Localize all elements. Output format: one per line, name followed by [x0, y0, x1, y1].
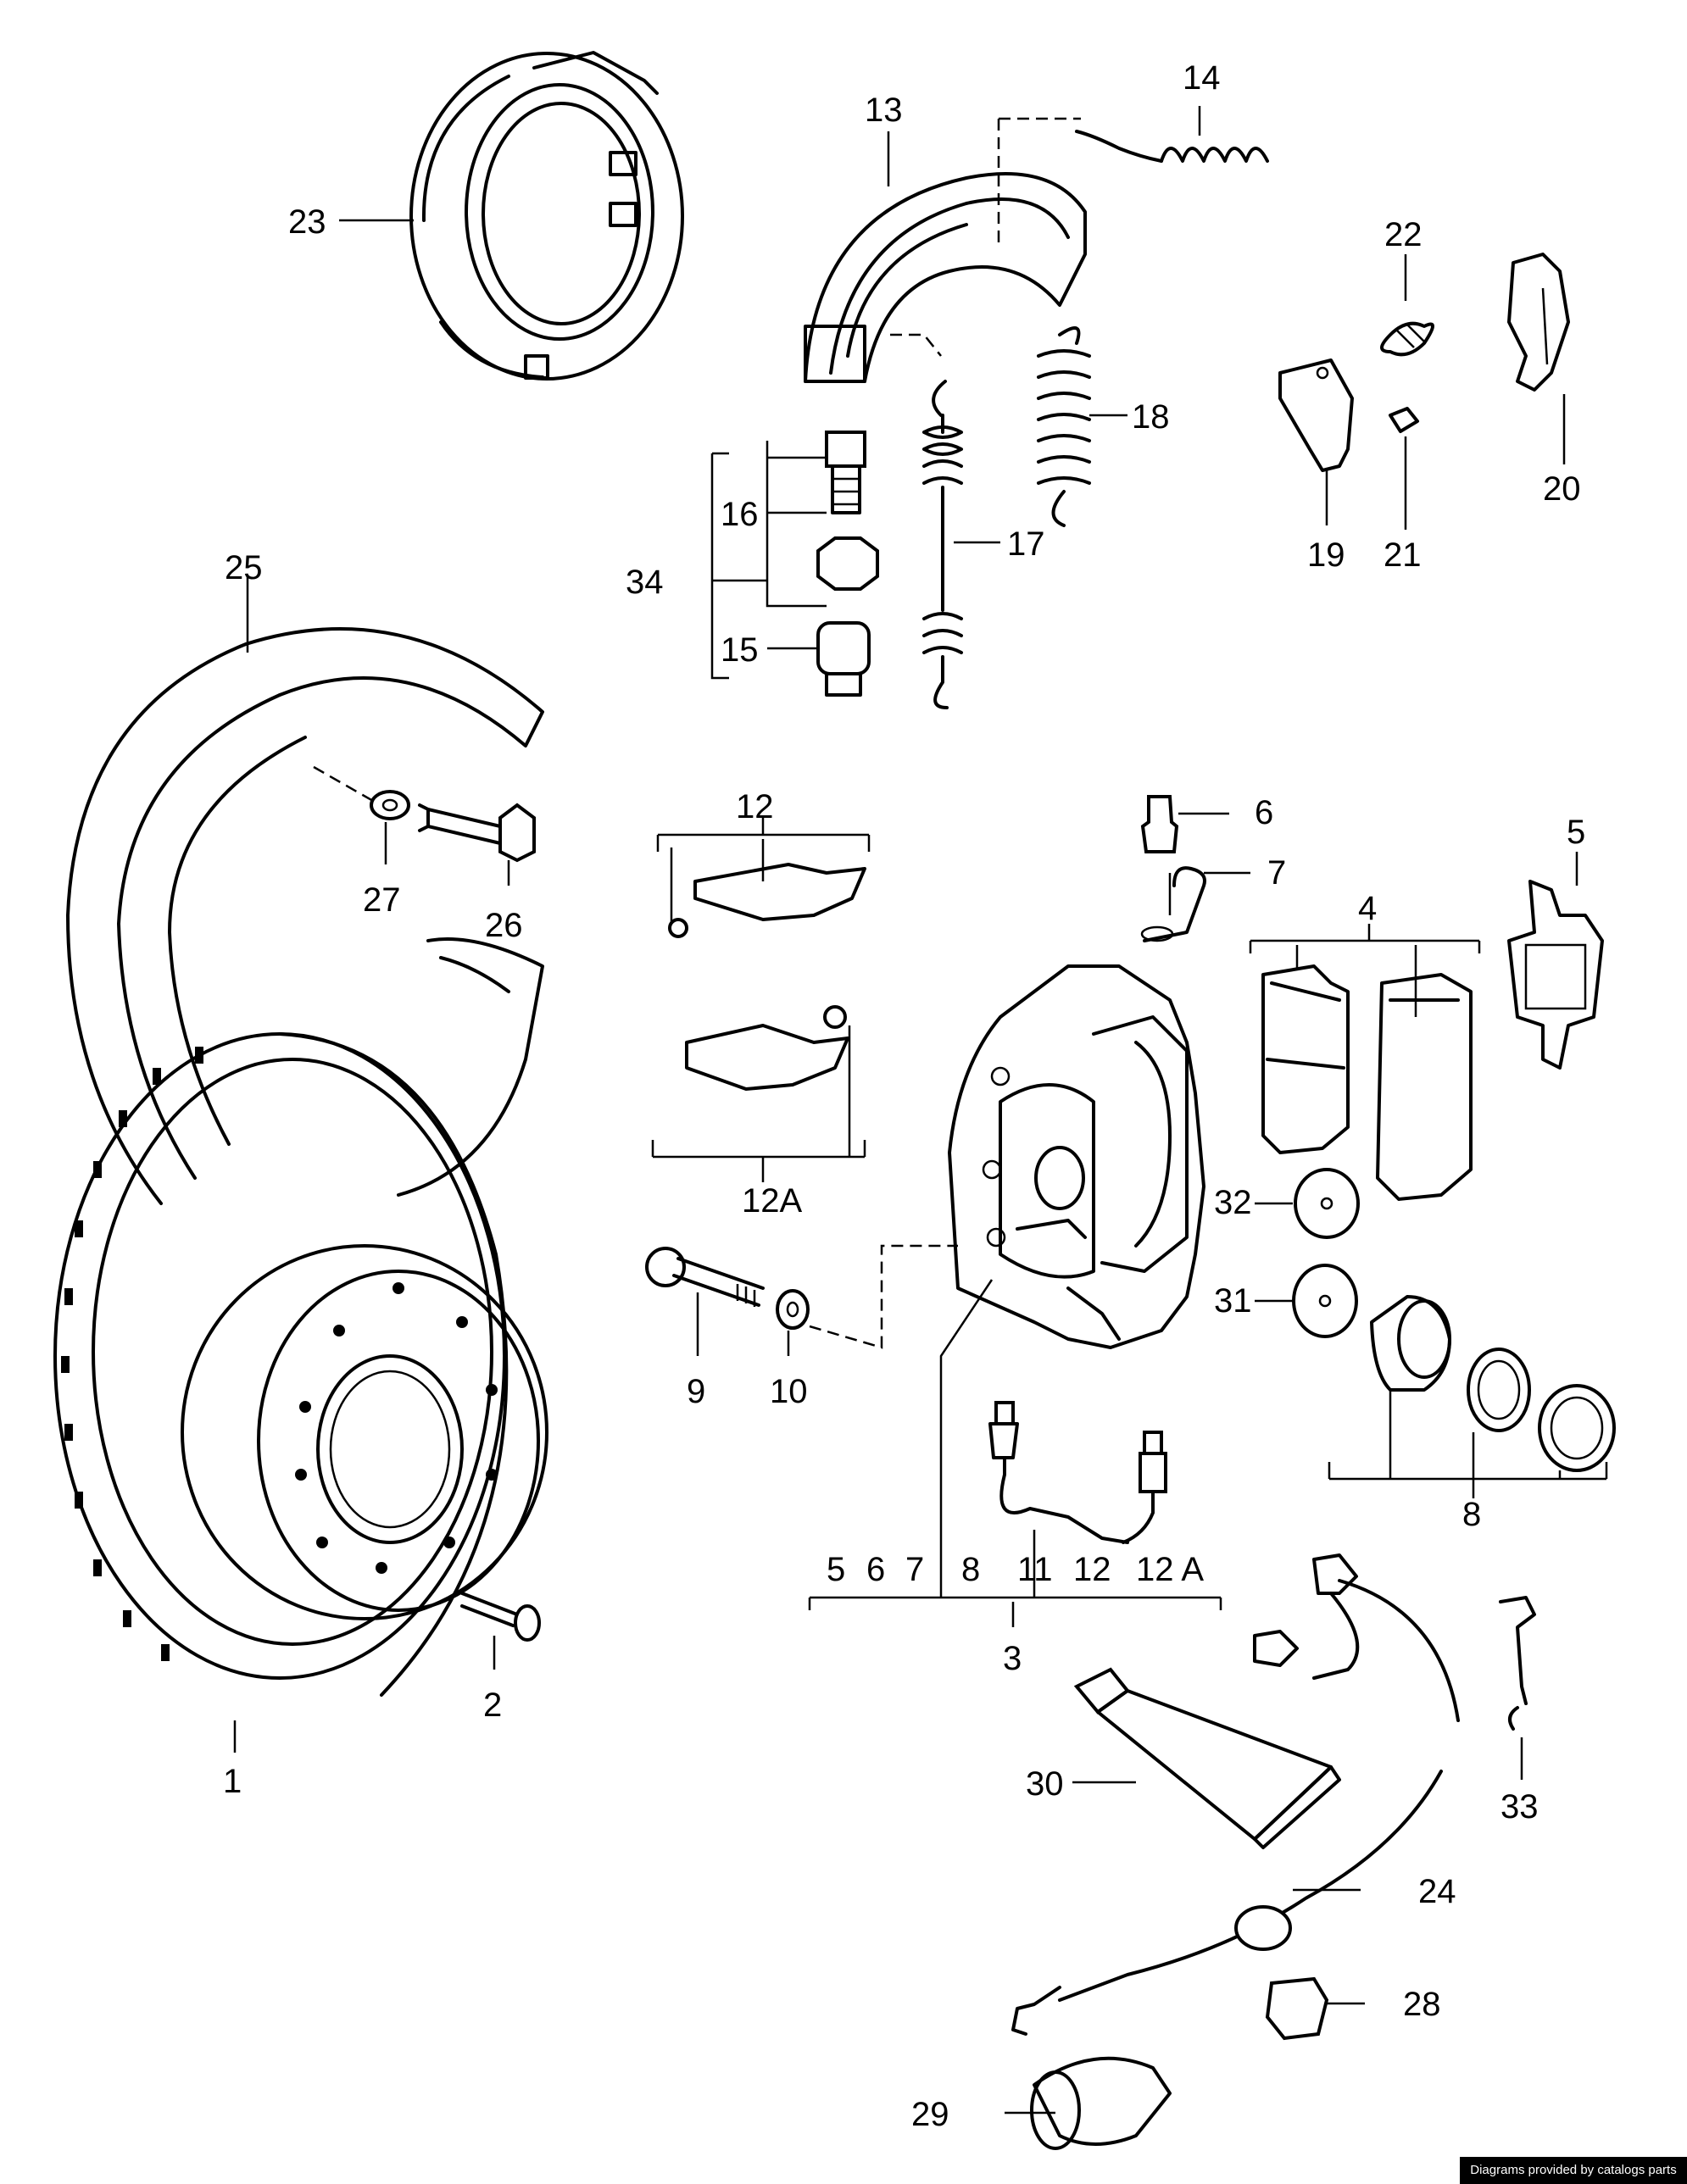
caliper-kit-contents-row: 5 6 7 8 11 12 12 A — [827, 1551, 1204, 1588]
part-9-bolt — [645, 1247, 765, 1307]
label-31: 31 — [1214, 1282, 1252, 1320]
part-12-spring-clip — [668, 863, 866, 938]
part-22-spring — [1380, 321, 1434, 357]
label-30: 30 — [1026, 1765, 1064, 1803]
kit-item-6: 6 — [866, 1551, 885, 1588]
label-7: 7 — [1267, 854, 1286, 892]
part-31-disc — [1292, 1264, 1358, 1338]
part-23-backing-plate — [409, 51, 684, 381]
label-6: 6 — [1255, 794, 1273, 831]
part-6-bleed-screw — [1140, 795, 1179, 853]
part-14-spring — [1075, 130, 1269, 163]
label-10: 10 — [770, 1373, 808, 1410]
part-12a-spring-clip — [685, 1005, 849, 1091]
label-12: 12 — [736, 788, 774, 825]
label-19: 19 — [1307, 536, 1345, 574]
label-13: 13 — [865, 92, 903, 129]
part-17-spring — [922, 380, 963, 709]
label-26: 26 — [485, 907, 523, 944]
label-1: 1 — [223, 1763, 242, 1800]
label-24: 24 — [1418, 1873, 1456, 1910]
label-12a: 12A — [742, 1182, 802, 1220]
label-4: 4 — [1358, 890, 1377, 927]
part-32-disc — [1294, 1168, 1360, 1239]
part-19-lever — [1278, 358, 1354, 472]
part-20-bracket — [1507, 253, 1570, 392]
label-16: 16 — [721, 496, 759, 533]
part-24-wear-sensor — [1011, 1553, 1460, 2036]
credit-banner: Diagrams provided by catalogs parts — [1460, 2157, 1687, 2184]
label-18: 18 — [1132, 398, 1170, 436]
kit-item-11: 11 — [1017, 1551, 1053, 1588]
part-10-washer — [776, 1289, 810, 1330]
label-28: 28 — [1403, 1986, 1441, 2023]
part-28-clip — [1265, 1976, 1329, 2041]
part-5-anti-rattle-spring — [1507, 880, 1604, 1070]
part-26-bolt — [418, 803, 536, 863]
label-5: 5 — [1567, 814, 1585, 851]
part-13-brake-shoe — [804, 172, 1087, 383]
label-25: 25 — [225, 549, 263, 586]
part-27-washer — [370, 790, 410, 820]
part-1-brake-rotor — [53, 1032, 548, 1697]
label-29: 29 — [911, 2096, 949, 2133]
callout-labels: 23 13 14 22 20 19 21 18 17 16 15 34 25 2… — [223, 59, 1585, 2133]
label-21: 21 — [1384, 536, 1422, 574]
dashed-lines — [313, 117, 1081, 1349]
rotor-vent-slots — [61, 1047, 203, 1661]
label-23: 23 — [288, 203, 326, 241]
kit-item-12a: 12 A — [1136, 1551, 1204, 1588]
kit-item-7: 7 — [905, 1551, 924, 1588]
label-9: 9 — [687, 1373, 705, 1410]
part-2-screw — [460, 1592, 541, 1642]
label-2: 2 — [483, 1687, 502, 1724]
part-4-brake-pads — [1261, 964, 1473, 1201]
kit-item-12: 12 — [1073, 1551, 1111, 1588]
part-29-sleeve — [1030, 2056, 1172, 2150]
label-15: 15 — [721, 631, 759, 669]
label-22: 22 — [1384, 216, 1423, 253]
leader-lines — [233, 106, 1608, 2115]
part-18-spring — [1037, 326, 1091, 527]
part-16-pin-and-nut — [816, 431, 879, 591]
kit-item-8: 8 — [961, 1551, 980, 1588]
label-34: 34 — [626, 564, 664, 601]
part-15-sleeve — [816, 621, 871, 697]
part-3-caliper — [948, 964, 1205, 1349]
part-8-piston-seals — [1370, 1295, 1616, 1472]
label-8: 8 — [1462, 1496, 1481, 1533]
kit-item-5: 5 — [827, 1551, 845, 1588]
part-30-grease-tube — [1073, 1667, 1341, 1849]
label-27: 27 — [363, 881, 401, 919]
label-20: 20 — [1543, 470, 1581, 508]
label-3: 3 — [1003, 1640, 1022, 1677]
label-17: 17 — [1007, 525, 1045, 563]
part-21-pin — [1389, 407, 1419, 433]
part-11-brake-hose — [988, 1401, 1167, 1544]
part-33-wire-clip — [1499, 1596, 1536, 1731]
label-33: 33 — [1500, 1788, 1539, 1826]
label-32: 32 — [1214, 1184, 1252, 1221]
part-7-bracket — [1140, 866, 1206, 942]
label-14: 14 — [1183, 59, 1221, 97]
part-25-dust-shield — [66, 627, 544, 1205]
